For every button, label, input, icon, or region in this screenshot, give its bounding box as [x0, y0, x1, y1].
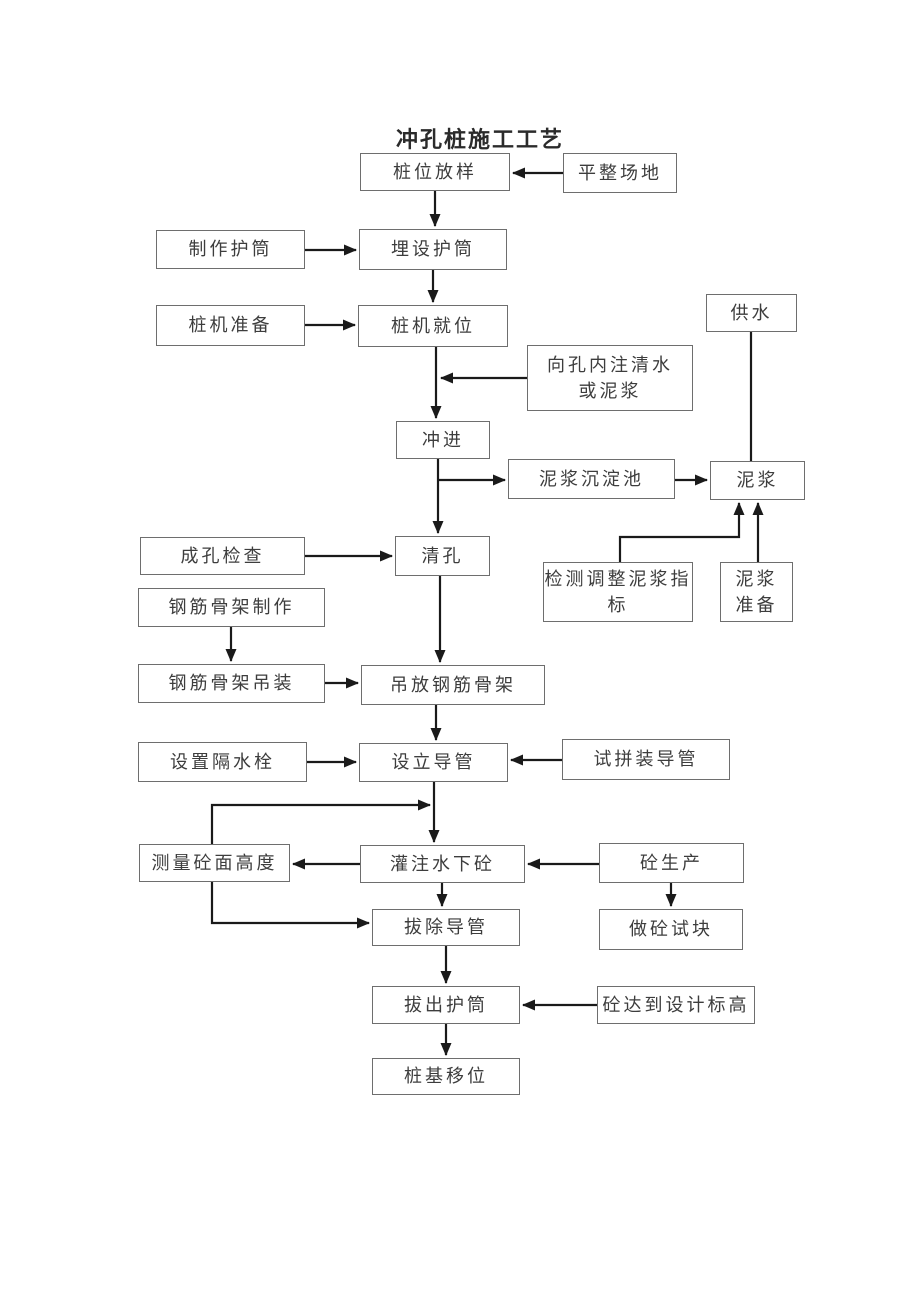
diagram-title: 冲孔桩施工工艺: [395, 127, 564, 152]
flow-node-rebar-cage-fabrication: 钢筋骨架制作: [138, 588, 325, 627]
flow-node-underwater-concrete-pouring: 灌注水下砼: [360, 845, 525, 883]
flow-node-hole-cleaning: 清孔: [395, 536, 490, 576]
flow-node-inject-clear-water-or-slurry: 向孔内注清水 或泥浆: [527, 345, 693, 411]
flow-node-concrete-reaches-design-level: 砼达到设计标高: [597, 986, 755, 1024]
flow-node-casing-embedding: 埋设护筒: [359, 229, 507, 270]
flow-node-slurry-index-check-adjust: 检测调整泥浆指 标: [543, 562, 693, 622]
flow-node-tremie-trial-assembly: 试拼装导管: [562, 739, 730, 780]
flow-node-slurry-sedimentation-pond: 泥浆沉淀池: [508, 459, 675, 499]
flow-node-pile-rig-in-position: 桩机就位: [358, 305, 508, 347]
flow-node-casing-pulling-out: 拔出护筒: [372, 986, 520, 1024]
flow-node-concrete-production: 砼生产: [599, 843, 744, 883]
flow-node-rebar-cage-hoisting: 钢筋骨架吊装: [138, 664, 325, 703]
flow-node-pile-position-layout: 桩位放样: [360, 153, 510, 191]
flow-node-pile-rig-preparation: 桩机准备: [156, 305, 305, 346]
connector-index-check-to-slurry: [618, 502, 745, 562]
connector-measuring-to-tremie-removal: [210, 882, 370, 929]
flow-node-slurry: 泥浆: [710, 461, 805, 500]
flow-node-concrete-test-block: 做砼试块: [599, 909, 743, 950]
flow-node-rebar-cage-lowering: 吊放钢筋骨架: [361, 665, 545, 705]
flow-node-hole-completion-inspection: 成孔检查: [140, 537, 305, 575]
flow-node-tremie-pipe-setting: 设立导管: [359, 743, 508, 782]
flow-node-water-stop-plug-setting: 设置隔水栓: [138, 742, 307, 782]
flow-node-pile-foundation-relocation: 桩基移位: [372, 1058, 520, 1095]
flow-node-slurry-preparation: 泥浆 准备: [720, 562, 793, 622]
flow-node-tremie-pipe-removal: 拔除导管: [372, 909, 520, 946]
flow-node-casing-fabrication: 制作护筒: [156, 230, 305, 269]
flow-node-punching: 冲进: [396, 421, 490, 459]
flow-node-water-supply: 供水: [706, 294, 797, 332]
flow-node-site-leveling: 平整场地: [563, 153, 677, 193]
connector-measuring-feedback-to-pouring-line: [210, 799, 431, 844]
flow-node-concrete-surface-measuring: 测量砼面高度: [139, 844, 290, 882]
